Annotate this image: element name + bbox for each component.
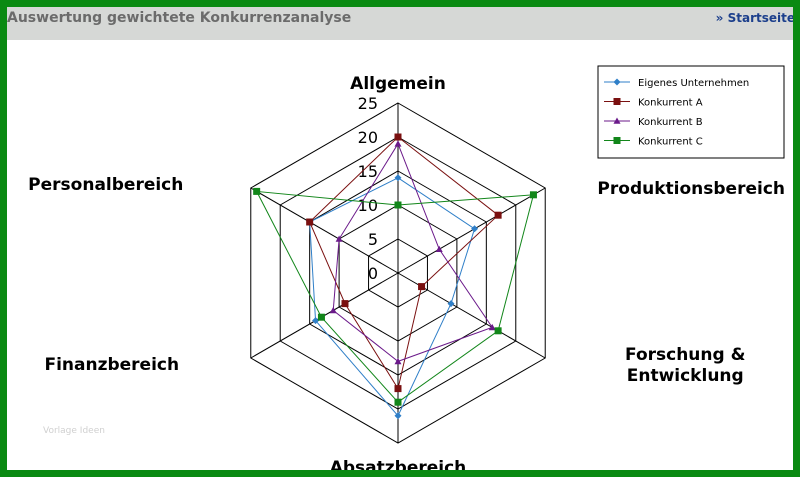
data-point: [494, 211, 502, 219]
data-point: [394, 201, 402, 209]
series-eigenes-unternehmen: [306, 174, 479, 420]
grid-spoke: [250, 187, 399, 274]
axis-label: Personalbereich: [28, 175, 183, 195]
data-point: [447, 300, 455, 308]
legend-marker: [613, 78, 621, 86]
data-point: [494, 327, 502, 335]
radar-chart: 0 5 10 15 20 25 AllgemeinProduktionsbereichFo…: [28, 65, 785, 470]
page-title: Auswertung gewichtete Konkurrenzanalyse: [7, 10, 352, 26]
tick-label: 25: [358, 94, 378, 113]
tick-label: 15: [358, 162, 378, 181]
legend-entry: Konkurrent C: [638, 137, 703, 148]
legend-entry: Konkurrent A: [638, 98, 703, 109]
tick-labels: 0 5 10 15 20 25: [358, 94, 378, 283]
legend-box: [597, 65, 785, 159]
watermark-text: Vorlage Ideen: [43, 426, 105, 436]
axis-label: Absatzbereich: [330, 458, 467, 470]
legend-marker: [613, 98, 621, 105]
data-point: [394, 140, 402, 147]
page-header: Auswertung gewichtete Konkurrenzanalyse …: [7, 7, 793, 40]
data-point: [306, 218, 314, 226]
legend-entry: Konkurrent B: [638, 117, 703, 128]
tick-label: 5: [368, 230, 378, 249]
grid-spoke: [397, 187, 546, 274]
axis-label: Finanzbereich: [44, 355, 179, 375]
tick-label: 0: [368, 264, 378, 283]
axis-label: Forschung &Entwicklung: [625, 345, 746, 386]
data-point: [394, 412, 402, 420]
data-point: [329, 306, 337, 314]
legend-marker: [613, 117, 621, 124]
data-point: [529, 191, 537, 199]
axis-label: Allgemein: [350, 74, 446, 94]
data-point: [394, 174, 402, 182]
axis-label: Produktionsbereich: [597, 179, 785, 199]
data-point: [394, 385, 402, 393]
data-point: [335, 235, 343, 242]
data-point: [488, 323, 496, 331]
data-point: [394, 133, 402, 141]
data-point: [253, 187, 261, 195]
data-point: [312, 317, 320, 325]
tick-label: 10: [358, 196, 378, 215]
data-point: [394, 398, 402, 406]
series-konkurrent-c: [253, 187, 537, 406]
legend-entry: Eigenes Unternehmen: [638, 78, 749, 89]
data-point: [418, 283, 426, 291]
data-point: [341, 300, 349, 308]
series-konkurrent-b: [329, 140, 496, 365]
series-line: [255, 190, 535, 403]
data-point: [435, 245, 443, 252]
series-konkurrent-a: [306, 133, 502, 393]
home-link[interactable]: » Startseite: [715, 11, 795, 25]
data-point: [471, 225, 479, 233]
legend-marker: [613, 137, 621, 144]
data-point: [317, 313, 325, 321]
tick-label: 20: [358, 128, 378, 147]
data-series: [253, 133, 537, 420]
data-point: [394, 357, 402, 365]
